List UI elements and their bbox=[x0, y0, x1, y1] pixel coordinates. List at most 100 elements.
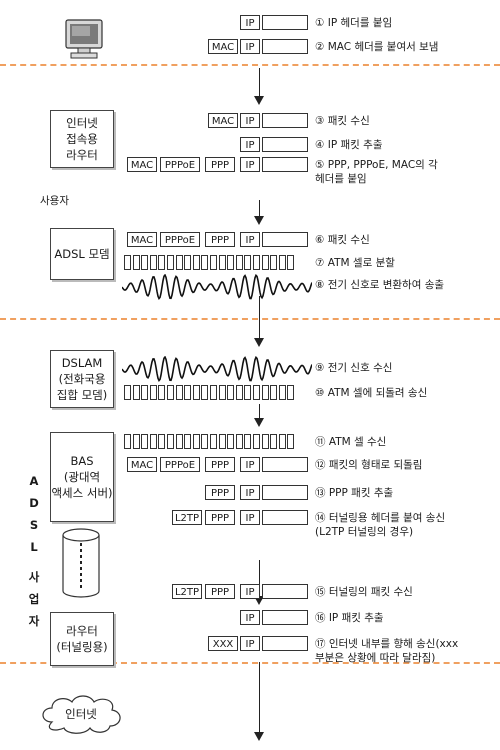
atm-cell bbox=[124, 434, 131, 449]
atm-cell bbox=[192, 434, 200, 449]
flow-arrow-line bbox=[259, 662, 260, 732]
pppoe-header: PPPoE bbox=[160, 157, 200, 172]
step-14: ⑭ 터널링용 헤더를 붙여 송신 (L2TP 터널링의 경우) bbox=[315, 512, 446, 538]
atm-cell bbox=[166, 385, 174, 400]
isp-char: 업 bbox=[28, 592, 40, 606]
atm-cell bbox=[287, 255, 295, 270]
ip-header: IP bbox=[240, 157, 260, 172]
electric-signal-wave bbox=[122, 274, 312, 300]
atm-cell bbox=[287, 434, 295, 449]
separator-line bbox=[0, 662, 500, 664]
atm-cell bbox=[218, 434, 226, 449]
mac-header: MAC bbox=[127, 232, 157, 247]
ip-header: IP bbox=[240, 15, 260, 30]
atm-cell bbox=[149, 255, 157, 270]
ppp-header: PPP bbox=[205, 485, 235, 500]
isp-char: 자 bbox=[28, 614, 40, 628]
atm-cell bbox=[244, 434, 252, 449]
flow-arrow-line bbox=[259, 68, 260, 96]
atm-cell bbox=[218, 255, 226, 270]
ppp-header: PPP bbox=[205, 457, 235, 472]
pppoe-header: PPPoE bbox=[160, 457, 200, 472]
atm-cell bbox=[158, 255, 166, 270]
isp-char: D bbox=[29, 496, 39, 510]
isp-vertical-label: A D S L 사 업 자 bbox=[26, 470, 42, 632]
wave-path bbox=[122, 356, 312, 382]
atm-cell bbox=[270, 255, 278, 270]
atm-cell bbox=[141, 255, 149, 270]
payload bbox=[262, 113, 308, 128]
atm-cell bbox=[261, 434, 269, 449]
step-10: ⑩ ATM 셀에 되돌려 송신 bbox=[315, 387, 428, 399]
ppp-header: PPP bbox=[205, 510, 235, 525]
step-15: ⑮ 터널링의 패킷 수신 bbox=[315, 586, 413, 598]
flow-arrow-line bbox=[259, 200, 260, 216]
arrow-down-icon bbox=[254, 596, 264, 605]
user-label: 사용자 bbox=[40, 195, 69, 207]
step-6: ⑥ 패킷 수신 bbox=[315, 234, 370, 246]
flow-arrow-line bbox=[259, 296, 260, 338]
atm-cell bbox=[192, 385, 200, 400]
ip-header: IP bbox=[240, 485, 260, 500]
atm-cell bbox=[235, 434, 243, 449]
atm-cell bbox=[192, 255, 200, 270]
step-16: ⑯ IP 패킷 추출 bbox=[315, 612, 384, 624]
payload bbox=[262, 457, 308, 472]
atm-cell bbox=[209, 434, 217, 449]
dslam-box: DSLAM (전화국용 집합 모뎀) bbox=[50, 350, 114, 408]
payload bbox=[262, 232, 308, 247]
separator-line bbox=[0, 64, 500, 66]
atm-cell bbox=[158, 434, 166, 449]
atm-cell bbox=[124, 385, 131, 400]
l2tp-header: L2TP bbox=[172, 510, 202, 525]
ip-header: IP bbox=[240, 232, 260, 247]
arrow-down-icon bbox=[254, 732, 264, 741]
payload bbox=[262, 610, 308, 625]
step-5: ⑤ PPP, PPPoE, MAC의 각 헤더를 붙임 bbox=[315, 159, 438, 185]
step-13: ⑬ PPP 패킷 추출 bbox=[315, 487, 394, 499]
access-router-box: 인터넷 접속용 라우터 bbox=[50, 110, 114, 168]
ppp-header: PPP bbox=[205, 157, 235, 172]
atm-cell bbox=[175, 434, 183, 449]
ip-header: IP bbox=[240, 113, 260, 128]
atm-cell bbox=[278, 255, 286, 270]
atm-cell bbox=[201, 434, 209, 449]
isp-char: L bbox=[30, 540, 38, 554]
atm-cell bbox=[166, 434, 174, 449]
step-11: ⑪ ATM 셀 수신 bbox=[315, 436, 387, 448]
flow-arrow-line bbox=[259, 404, 260, 418]
step-4: ④ IP 패킷 추출 bbox=[315, 139, 383, 151]
atm-cell bbox=[227, 434, 235, 449]
atm-cell bbox=[201, 385, 209, 400]
xxx-header: XXX bbox=[208, 636, 238, 651]
step-17: ⑰ 인터넷 내부를 향해 송신(xxx 부분은 상황에 따라 달라짐) bbox=[315, 638, 459, 664]
payload bbox=[262, 485, 308, 500]
step-1: ① IP 헤더를 붙임 bbox=[315, 17, 393, 29]
atm-cell bbox=[244, 385, 252, 400]
atm-cell bbox=[149, 434, 157, 449]
atm-cell bbox=[270, 434, 278, 449]
atm-cell bbox=[184, 385, 192, 400]
internet-label: 인터넷 bbox=[65, 707, 97, 721]
atm-cells bbox=[124, 385, 295, 400]
payload bbox=[262, 157, 308, 172]
mac-header: MAC bbox=[127, 157, 157, 172]
atm-cell bbox=[261, 255, 269, 270]
isp-char: 사 bbox=[28, 570, 40, 584]
atm-cell bbox=[132, 434, 140, 449]
ppp-header: PPP bbox=[205, 584, 235, 599]
arrow-down-icon bbox=[254, 216, 264, 225]
atm-cell bbox=[235, 255, 243, 270]
wave-path bbox=[122, 274, 312, 300]
ip-header: IP bbox=[240, 636, 260, 651]
isp-char: A bbox=[29, 474, 39, 488]
payload bbox=[262, 39, 308, 54]
atm-cell bbox=[209, 255, 217, 270]
ip-header: IP bbox=[240, 584, 260, 599]
adsl-modem-box: ADSL 모뎀 bbox=[50, 228, 114, 280]
atm-cell bbox=[278, 434, 286, 449]
atm-cell bbox=[141, 385, 149, 400]
atm-cell bbox=[227, 255, 235, 270]
atm-cell bbox=[132, 385, 140, 400]
atm-cell bbox=[287, 385, 295, 400]
